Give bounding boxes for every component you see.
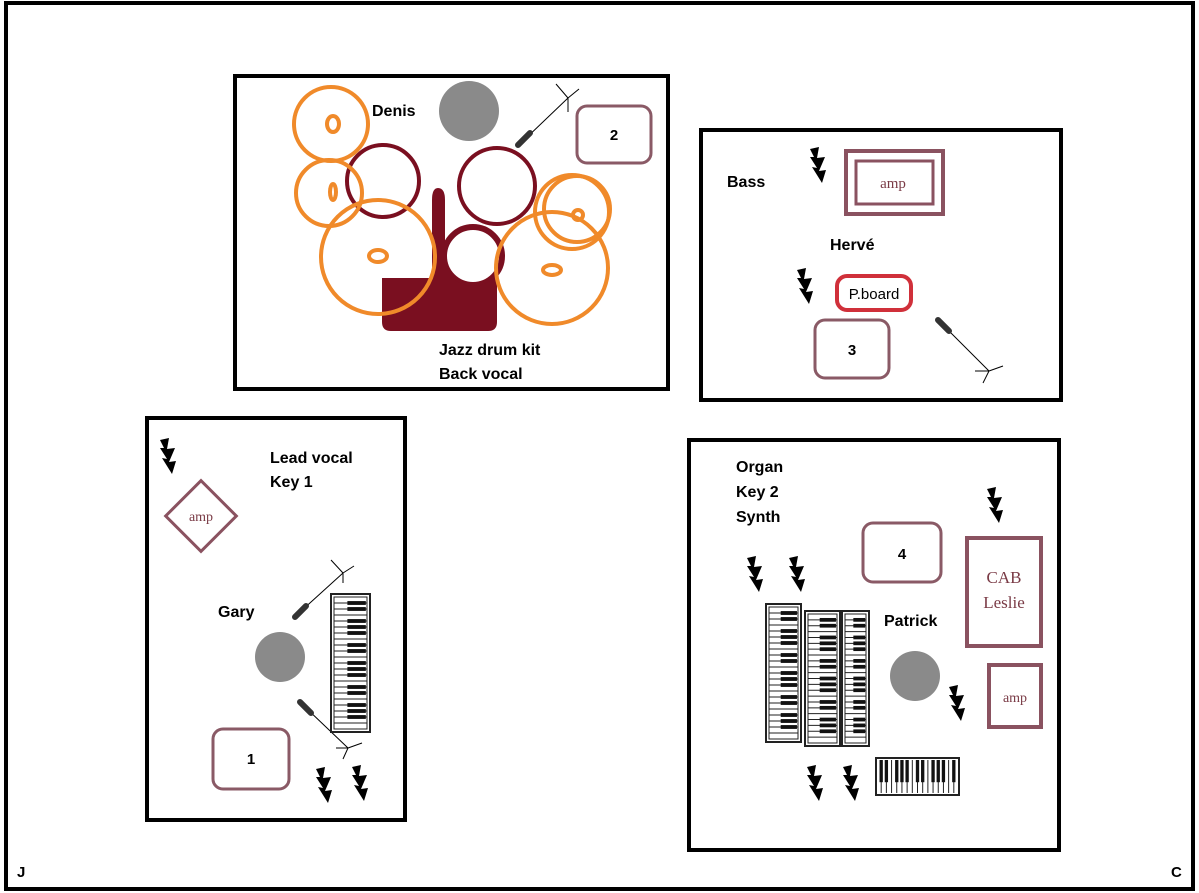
bass-mic — [935, 317, 1004, 384]
cymbal-ride-left — [319, 198, 437, 316]
organ-section: Organ Key 2 Synth 4 CAB Leslie Patrick a… — [687, 438, 1061, 852]
bass-drum — [382, 188, 497, 331]
lead-keyboard-mic — [297, 699, 363, 760]
cab-label: CAB — [987, 568, 1022, 587]
synth-keyboard — [875, 757, 960, 796]
keyboard-1 — [330, 593, 371, 733]
monitor-wedge-3 — [813, 318, 891, 380]
organist-position — [890, 651, 940, 701]
monitor-1-label: 1 — [247, 751, 255, 768]
synth-keyboard-icon — [875, 757, 960, 796]
monitor-4-label: 4 — [898, 546, 907, 563]
organist-name: Patrick — [884, 613, 937, 630]
lead-section: Lead vocal Key 1 amp Gary 1 — [145, 416, 407, 822]
corner-label-right: C — [1171, 864, 1182, 881]
snare-head — [443, 226, 503, 286]
pedalboard-label: P.board — [849, 286, 900, 303]
lead-singer-position — [255, 632, 305, 682]
organ-manual-2-icon — [804, 610, 841, 747]
stage-frame — [4, 1, 1195, 891]
drummer-name: Denis — [372, 103, 416, 120]
organ-manual-3-icon — [841, 610, 870, 747]
monitor-3-label: 3 — [848, 342, 856, 359]
lead-singer-name: Gary — [218, 604, 255, 621]
key2-label: Key 2 — [736, 484, 779, 501]
back-vocal-label: Back vocal — [439, 366, 523, 383]
drum-vocal-mic — [515, 83, 580, 148]
keyboard-1-icon — [330, 593, 371, 733]
organ-amp-label: amp — [1003, 691, 1027, 706]
monitor-wedge-4 — [861, 521, 943, 584]
lead-amp-label: amp — [189, 510, 213, 525]
monitor-wedge-1 — [211, 727, 291, 791]
drum-kit-label: Jazz drum kit — [439, 342, 541, 359]
lead-vocal-mic — [292, 559, 355, 620]
bassist-name: Hervé — [830, 237, 875, 254]
pedalboard — [835, 274, 913, 312]
leslie-cabinet — [965, 536, 1043, 648]
corner-label-left: J — [17, 864, 25, 881]
bass-amp-label: amp — [880, 176, 906, 192]
rack-tom — [457, 146, 537, 226]
organ-amp — [987, 663, 1043, 729]
monitor-wedge-2 — [575, 104, 653, 165]
leslie-label: Leslie — [983, 593, 1025, 612]
cymbal-ride-right — [494, 210, 610, 326]
bass-instrument-label: Bass — [727, 174, 765, 191]
synth-label: Synth — [736, 509, 780, 526]
drummer-position — [439, 81, 499, 141]
bass-section: Bass amp Hervé P.board 3 — [699, 128, 1063, 402]
lead-amp — [163, 478, 239, 554]
floor-tom — [345, 143, 421, 219]
bass-amp — [844, 149, 945, 216]
drum-section: Denis 2 Jazz drum kit Back vocal — [233, 74, 670, 391]
organ-manual-1-icon — [765, 603, 802, 743]
key1-label: Key 1 — [270, 474, 313, 491]
organ-keyboards — [765, 603, 870, 747]
organ-label: Organ — [736, 459, 783, 476]
lead-vocal-label: Lead vocal — [270, 450, 353, 467]
monitor-2-label: 2 — [610, 127, 618, 144]
